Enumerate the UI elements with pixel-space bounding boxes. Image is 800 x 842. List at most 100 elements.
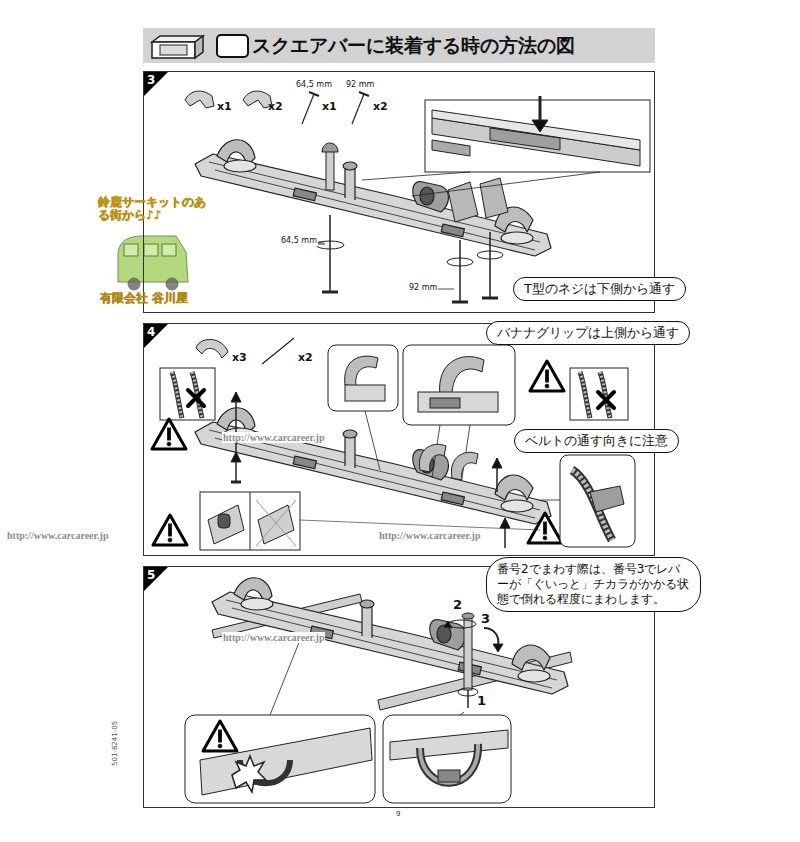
step-5-illustration <box>185 715 375 803</box>
page-number: 9 <box>396 811 400 819</box>
step-4-illustration <box>540 500 560 501</box>
watermark-car <box>124 244 138 256</box>
step-4-illustration <box>403 345 515 425</box>
note-text: T型のネジは下側から通す <box>524 281 675 297</box>
step-3-illustration <box>412 172 600 196</box>
step-3-illustration <box>432 140 470 156</box>
step-3-illustration <box>362 172 470 180</box>
step-3-illustration <box>243 91 272 108</box>
watermark-car <box>118 236 188 282</box>
step-3-illustration <box>326 150 334 190</box>
step-5-illustration <box>438 770 460 782</box>
step-number: 3 <box>147 73 155 87</box>
step-5-illustration <box>270 640 300 715</box>
title-text: スクエアバーに装着する時の方法の図 <box>252 33 575 57</box>
watermark-car <box>128 278 140 290</box>
step-4-illustration <box>188 390 204 406</box>
step-5-illustration <box>383 715 511 803</box>
speech-bubble: 番号2でまわす際は、番号3でレバーが「ぐいっと」チカラがかかる状態で倒れる程度に… <box>486 557 701 612</box>
step-3-illustration <box>532 120 548 132</box>
step-panel: 4バナナグリップは上側から通すベルトの通す向きに注意 <box>143 323 655 556</box>
step-3-illustration <box>322 291 338 294</box>
step-4-illustration <box>328 345 398 411</box>
title-band <box>160 45 187 55</box>
step-3-illustration <box>309 92 319 96</box>
step-3-illustration <box>302 94 314 124</box>
step-4-illustration <box>560 455 635 547</box>
step-3-illustration <box>436 289 454 290</box>
step-3-illustration <box>452 301 468 304</box>
step-corner <box>144 324 168 348</box>
step-5-illustration <box>232 756 266 792</box>
step-5-illustration <box>467 690 469 708</box>
step-3-illustration <box>185 91 650 302</box>
callout-number: 1 <box>476 694 487 708</box>
step-4-illustration <box>300 520 540 530</box>
step-4-illustration <box>231 452 241 462</box>
quantity: x2 <box>373 101 388 113</box>
step-4-illustration <box>231 481 241 484</box>
step-4-illustration <box>345 356 378 386</box>
step-4-illustration <box>418 392 498 412</box>
quantity: x2 <box>268 101 283 113</box>
step-5-illustration <box>444 621 452 628</box>
title-band <box>143 28 655 63</box>
watermark-url: http://www.carcareer.jp <box>6 530 109 541</box>
step-3-illustration <box>447 258 473 266</box>
step-4-illustration <box>440 357 484 396</box>
step-4-illustration <box>152 419 186 449</box>
step-4-illustration <box>231 392 241 402</box>
step-3-illustration <box>318 244 325 245</box>
step-3-illustration <box>490 128 560 150</box>
step-4-illustration <box>580 372 590 418</box>
step-4-illustration <box>528 513 562 543</box>
step-3-illustration <box>482 297 498 300</box>
step-4-illustration <box>208 505 244 544</box>
note-text: 番号2でまわす際は、番号3でレバーが「ぐいっと」チカラがかかる状態で倒れる程度に… <box>497 562 690 607</box>
title-band <box>152 42 195 58</box>
quantity: x1 <box>217 101 232 113</box>
step-corner <box>144 567 168 591</box>
quantity: x2 <box>298 352 313 364</box>
step-4-illustration <box>500 518 510 528</box>
note-callout: ベルトの通す向きに注意 <box>514 429 679 453</box>
title-band <box>217 35 248 57</box>
step-4-illustration <box>419 444 446 472</box>
step-4-illustration <box>570 368 628 420</box>
step-4-illustration <box>160 368 215 420</box>
step-5-illustration <box>203 721 237 751</box>
step-3-illustration <box>477 251 503 259</box>
step-4-illustration <box>345 385 385 401</box>
step-4-illustration <box>256 500 296 546</box>
step-3-illustration <box>425 100 650 172</box>
step-4-illustration <box>218 514 230 528</box>
step-4-illustration <box>262 338 294 364</box>
step-5-illustration <box>484 628 498 646</box>
step-4-illustration <box>430 398 460 408</box>
step-5-illustration <box>462 613 474 619</box>
dimension: 92 mm <box>408 284 438 293</box>
step-5-illustration <box>448 620 476 628</box>
title-holder: スクエアバーに装着する時の方法の図 <box>252 33 575 57</box>
note-text: バナナグリップは上側から通す <box>497 325 679 341</box>
step-4-illustration <box>598 392 614 408</box>
step-number: 4 <box>147 325 155 339</box>
step-number: 5 <box>147 568 155 582</box>
note-callout: バナナグリップは上側から通す <box>486 321 690 345</box>
step-4-illustration <box>462 425 470 478</box>
step-5-illustration <box>460 712 464 715</box>
step-5-illustration <box>493 644 503 652</box>
watermark-car <box>162 244 176 256</box>
step-4-illustration <box>250 492 251 550</box>
step-4-illustration <box>492 458 502 468</box>
callout-number: 3 <box>480 612 491 626</box>
step-3-illustration <box>185 91 214 108</box>
step-3-illustration <box>459 240 461 302</box>
note-callout: T型のネジは下側から通す <box>513 277 686 301</box>
step-3-illustration <box>352 94 364 124</box>
step-3-illustration <box>329 215 331 292</box>
step-3-illustration <box>489 232 491 298</box>
step-panel: 5番号2でまわす際は、番号3でレバーが「ぐいっと」チカラがかかる状態で倒れる程度… <box>143 566 655 808</box>
